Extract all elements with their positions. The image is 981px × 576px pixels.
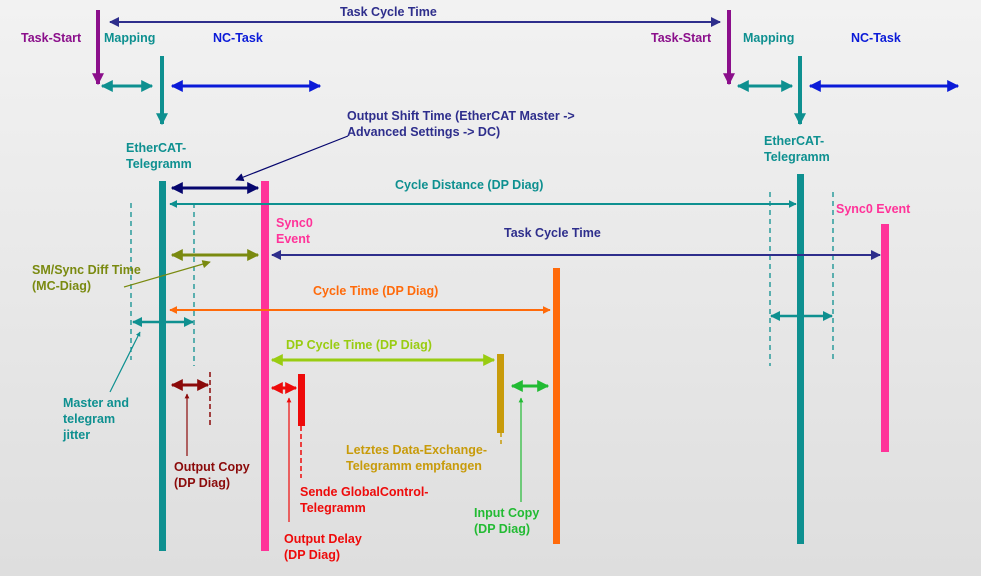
sm-sync-diff-label: SM/Sync Diff Time (MC-Diag): [32, 263, 141, 293]
task-start-label-2: Task-Start: [651, 31, 712, 45]
task-start-label-1: Task-Start: [21, 31, 82, 45]
cycle-time-bar: [553, 268, 560, 544]
output-delay-label: Output Delay (DP Diag): [284, 532, 362, 562]
ethercat-bar-2: [797, 174, 804, 544]
task-cycle-time-mid-label: Task Cycle Time: [504, 226, 601, 240]
ethercat-telegram-label-1: EtherCAT- Telegramm: [126, 141, 192, 171]
output-shift-time-label: Output Shift Time (EtherCAT Master -> Ad…: [347, 109, 575, 139]
sm-sync-diff-pointer: [123, 260, 211, 288]
master-jitter-pointer: [109, 331, 141, 393]
task-cycle-time-top-label: Task Cycle Time: [340, 5, 437, 19]
nc-task-label-2: NC-Task: [851, 31, 901, 45]
dp-cycle-time-label: DP Cycle Time (DP Diag): [286, 338, 432, 352]
output-delay-bar: [298, 374, 305, 426]
output-shift-pointer: [235, 135, 349, 182]
data-exchange-bar: [497, 354, 504, 433]
input-copy-label: Input Copy (DP Diag): [474, 506, 540, 536]
ethercat-telegram-label-2: EtherCAT- Telegramm: [764, 134, 830, 164]
sync0-bar-1: [261, 181, 269, 551]
sync0-event-label-1: Sync0 Event: [276, 216, 313, 246]
mapping-label-1: Mapping: [104, 31, 156, 45]
cycle-time-dp-label: Cycle Time (DP Diag): [313, 284, 439, 298]
cycle-distance-label: Cycle Distance (DP Diag): [395, 178, 544, 192]
output-copy-label: Output Copy (DP Diag): [174, 460, 250, 490]
mapping-label-2: Mapping: [743, 31, 795, 45]
sync0-event-label-2: Sync0 Event: [836, 202, 911, 216]
sende-globalcontrol-label: Sende GlobalControl- Telegramm: [300, 485, 429, 515]
nc-task-label-1: NC-Task: [213, 31, 263, 45]
master-jitter-label: Master and telegram jitter: [63, 396, 129, 442]
sync0-bar-2: [881, 224, 889, 452]
data-exchange-label: Letztes Data-Exchange- Telegramm empfang…: [346, 443, 488, 473]
ethercat-bar-1: [159, 181, 166, 551]
